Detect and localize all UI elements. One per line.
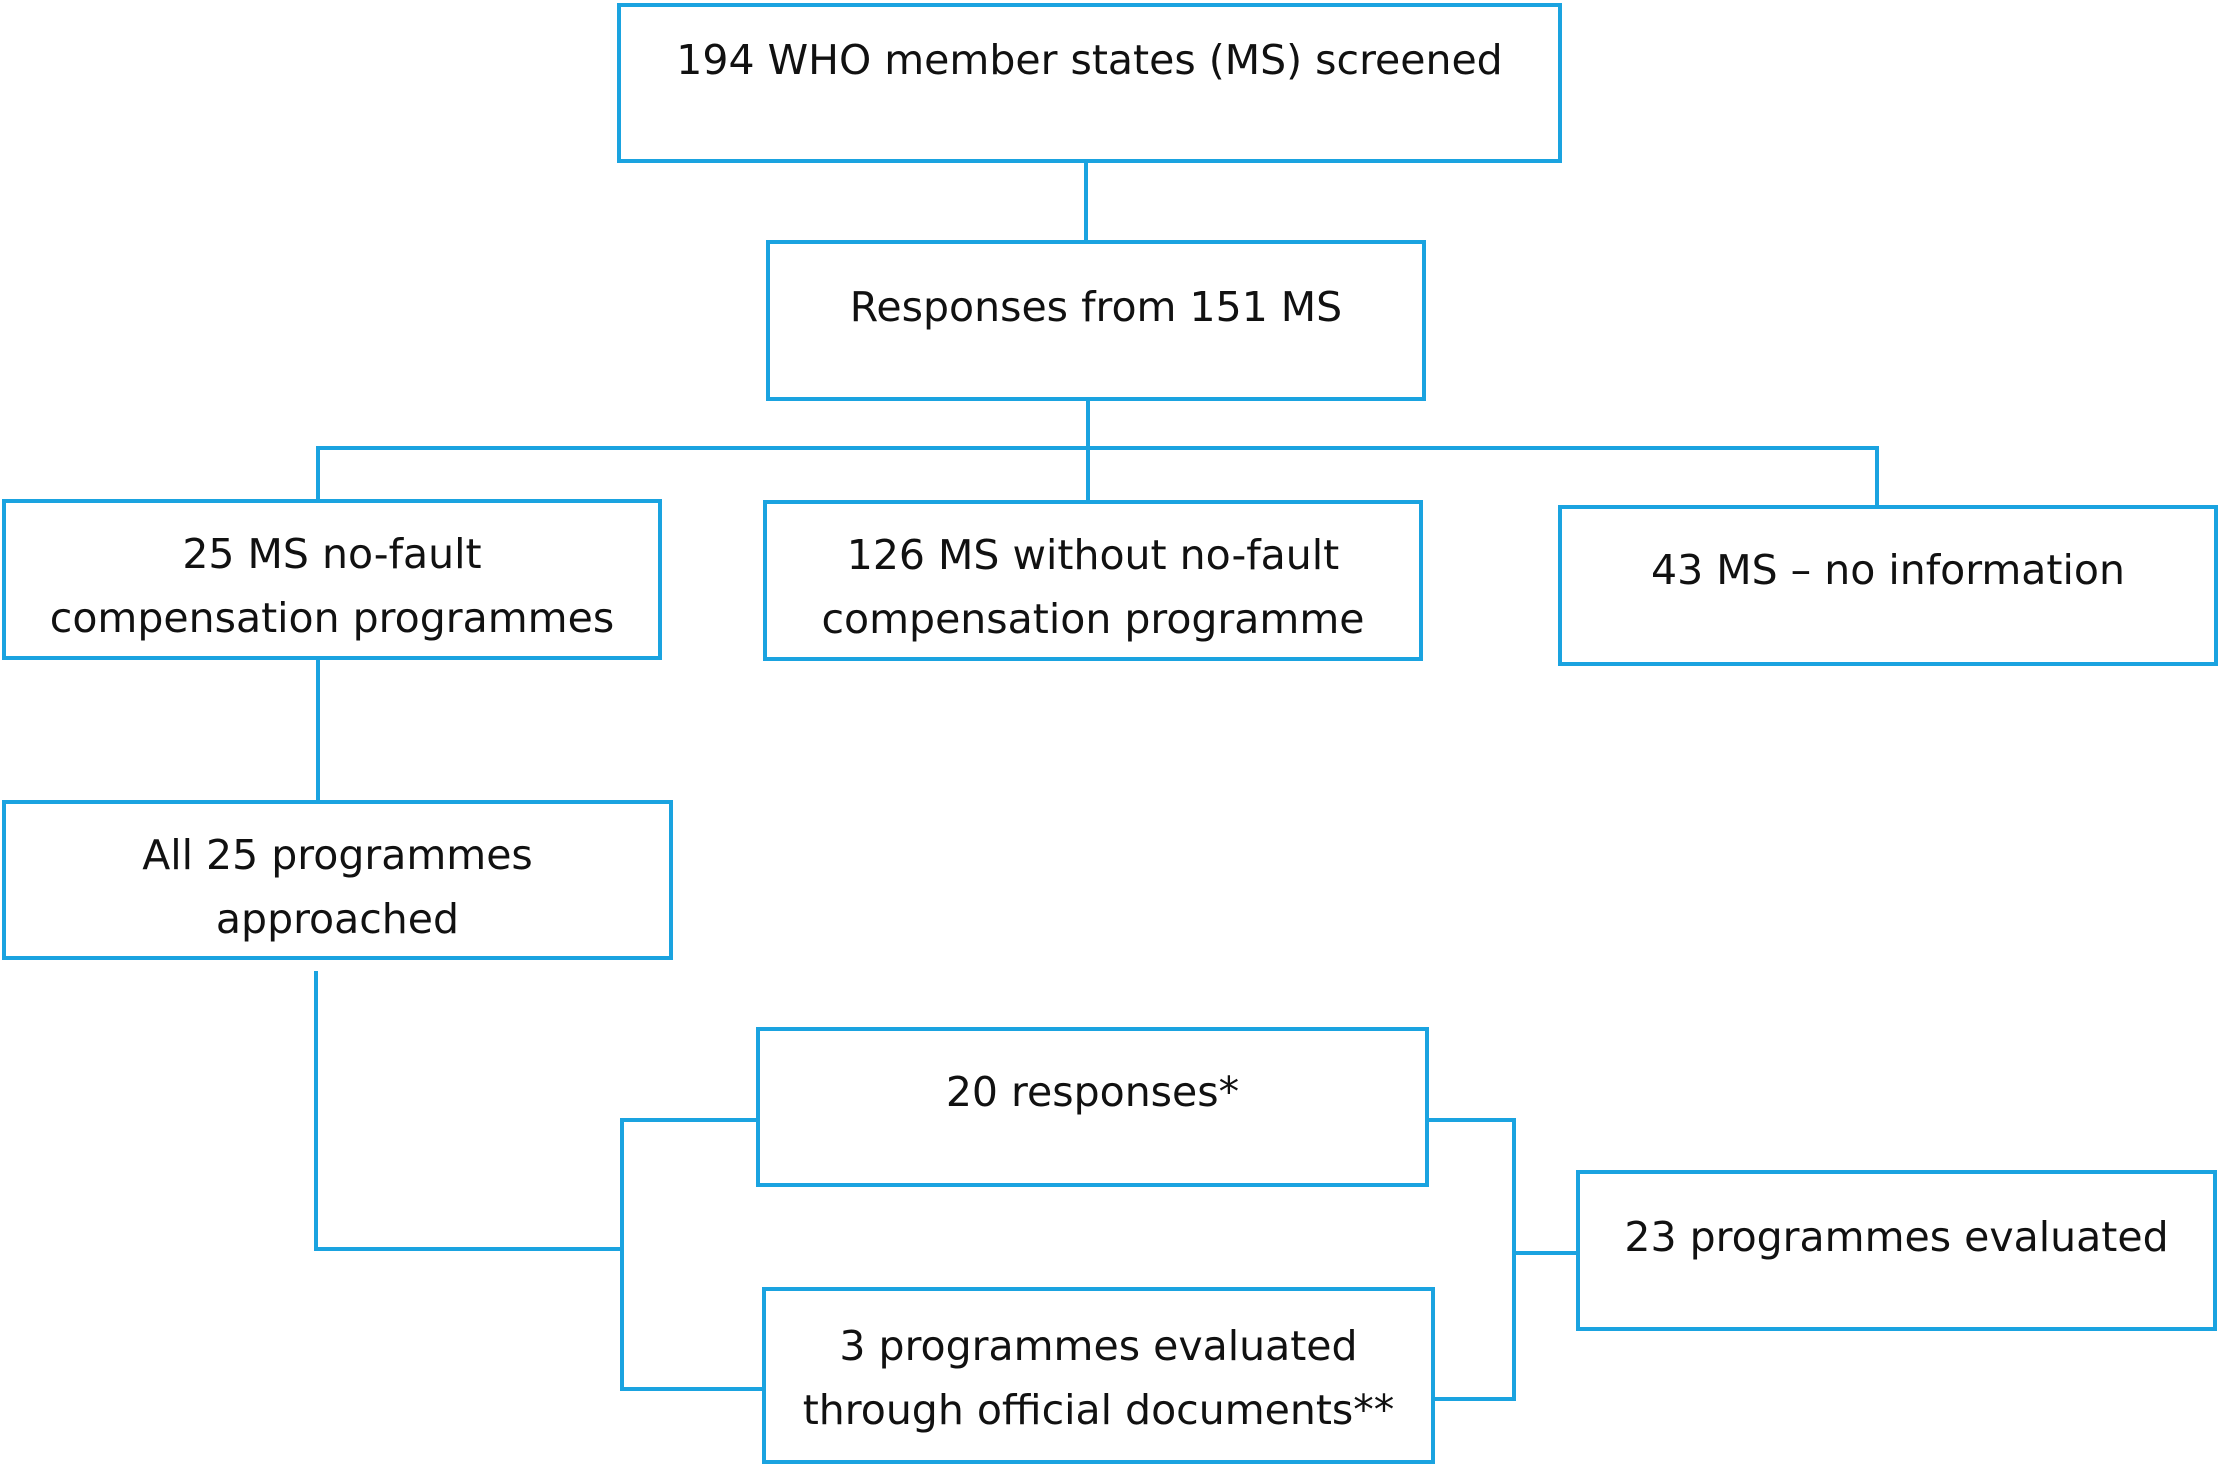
node-programmes-approached: All 25 programmes approached: [2, 800, 673, 960]
node-ms-screened-label: 194 WHO member states (MS) screened: [676, 36, 1503, 84]
node-no-information-label: 43 MS – no information: [1651, 546, 2125, 594]
node-nofault-programmes: 25 MS no-fault compensation programmes: [2, 499, 662, 660]
node-programmes-evaluated-label: 23 programmes evaluated: [1624, 1213, 2169, 1261]
node-20-responses: 20 responses*: [756, 1027, 1429, 1187]
node-no-information: 43 MS – no information: [1558, 505, 2218, 666]
node-nofault-programmes-label: 25 MS no-fault compensation programmes: [49, 530, 615, 642]
node-programmes-approached-label: All 25 programmes approached: [142, 831, 533, 943]
node-without-programme-label: 126 MS without no-fault compensation pro…: [821, 531, 1365, 643]
node-responses-151: Responses from 151 MS: [766, 240, 1426, 401]
node-official-documents-label: 3 programmes evaluated through official …: [802, 1322, 1395, 1434]
node-programmes-evaluated: 23 programmes evaluated: [1576, 1170, 2217, 1331]
node-ms-screened: 194 WHO member states (MS) screened: [617, 3, 1562, 163]
node-official-documents: 3 programmes evaluated through official …: [762, 1287, 1435, 1464]
node-without-programme: 126 MS without no-fault compensation pro…: [763, 500, 1423, 661]
node-responses-151-label: Responses from 151 MS: [849, 283, 1343, 331]
node-20-responses-label: 20 responses*: [945, 1068, 1240, 1116]
